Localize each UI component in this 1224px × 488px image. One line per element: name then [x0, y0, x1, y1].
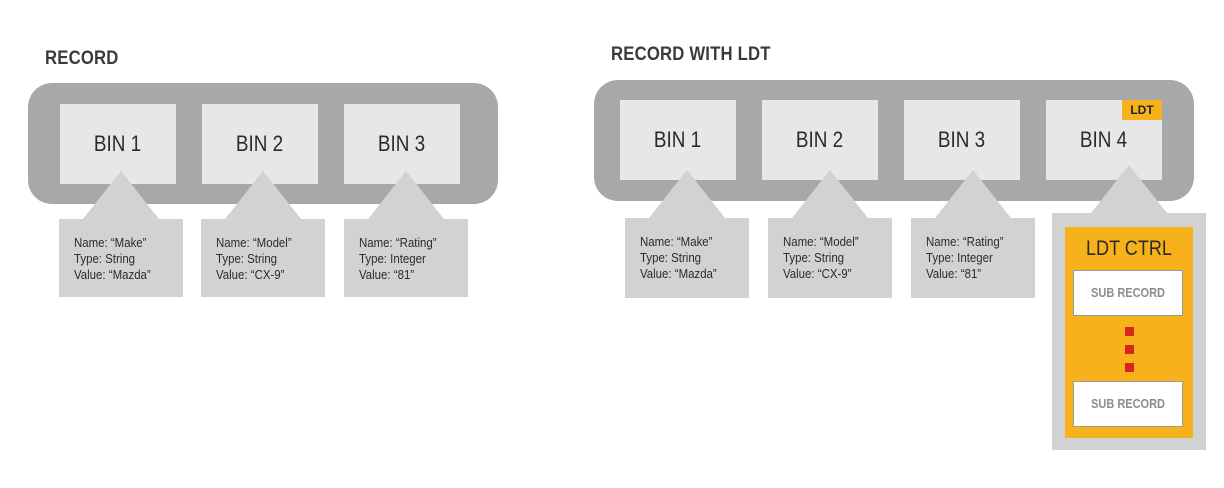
info-name: Name: “Model”	[783, 234, 859, 249]
info-type: Type: Integer	[359, 251, 426, 266]
ldt-panel: LDT CTRL SUB RECORD SUB RECORD	[1052, 165, 1206, 450]
bin-2-info: Name: “Model” Type: String Value: “CX-9”	[768, 170, 892, 298]
info-name: Name: “Model”	[216, 235, 292, 250]
bin-1-info: Name: “Make” Type: String Value: “Mazda”	[625, 170, 749, 298]
ellipsis-dot	[1125, 345, 1134, 354]
bin-2-info: Name: “Model” Type: String Value: “CX-9”	[201, 171, 325, 297]
ellipsis-dot	[1125, 327, 1134, 336]
record-title: RECORD	[45, 48, 119, 69]
info-value: Value: “81”	[926, 266, 982, 281]
bin-3-info: Name: “Rating” Type: Integer Value: “81”	[344, 171, 468, 297]
bin-3: BIN 3	[344, 104, 460, 184]
record-with-ldt-title: RECORD WITH LDT	[611, 44, 771, 65]
info-value: Value: “CX-9”	[783, 266, 852, 281]
bin-2: BIN 2	[202, 104, 318, 184]
info-value: Value: “CX-9”	[216, 267, 285, 282]
ldt-ctrl-title: LDT CTRL	[1086, 237, 1172, 260]
info-type: Type: String	[783, 250, 845, 265]
ldt-badge: LDT	[1122, 100, 1162, 120]
bin-1: BIN 1	[620, 100, 736, 180]
sub-record-bottom: SUB RECORD	[1073, 381, 1183, 427]
bin-3-info: Name: “Rating” Type: Integer Value: “81”	[911, 170, 1035, 298]
info-type: Type: String	[640, 250, 702, 265]
bin-label: BIN 1	[94, 131, 142, 156]
ldt-ctrl-box: LDT CTRL SUB RECORD SUB RECORD	[1065, 227, 1193, 438]
bin-3: BIN 3	[904, 100, 1020, 180]
info-value: Value: “81”	[359, 267, 415, 282]
bin-label: BIN 1	[654, 127, 702, 152]
bin-1: BIN 1	[60, 104, 176, 184]
bin-2: BIN 2	[762, 100, 878, 180]
bin-label: BIN 4	[1080, 127, 1128, 152]
info-type: Type: String	[216, 251, 278, 266]
ellipsis-dot	[1125, 363, 1134, 372]
bin-1-info: Name: “Make” Type: String Value: “Mazda”	[59, 171, 183, 297]
info-name: Name: “Make”	[640, 234, 713, 249]
info-type: Type: String	[74, 251, 136, 266]
info-type: Type: Integer	[926, 250, 993, 265]
info-name: Name: “Rating”	[926, 234, 1004, 249]
info-name: Name: “Rating”	[359, 235, 437, 250]
bin-label: BIN 3	[938, 127, 986, 152]
info-value: Value: “Mazda”	[640, 266, 717, 281]
bin-label: BIN 2	[796, 127, 844, 152]
sub-record-top: SUB RECORD	[1073, 270, 1183, 316]
info-value: Value: “Mazda”	[74, 267, 151, 282]
info-name: Name: “Make”	[74, 235, 147, 250]
bin-label: BIN 3	[378, 131, 426, 156]
bin-label: BIN 2	[236, 131, 284, 156]
